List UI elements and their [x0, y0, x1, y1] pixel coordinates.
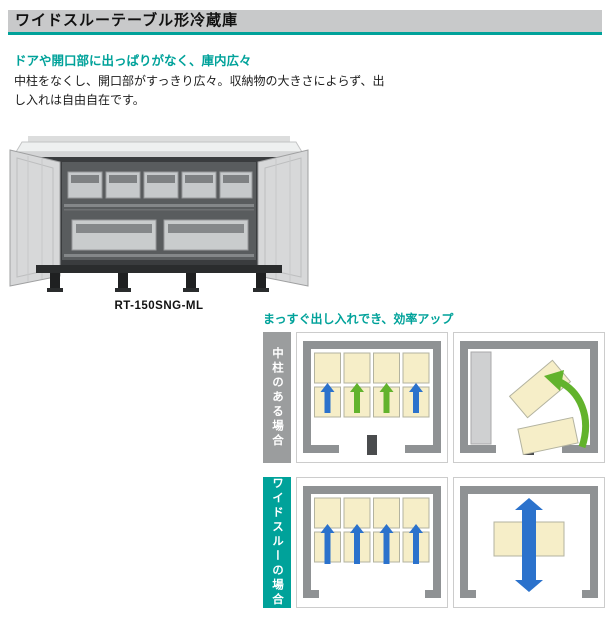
row-label-center-pillar: 中柱のある場合 — [263, 332, 291, 463]
pillar-tray-diagram — [303, 340, 441, 455]
diagram-heading: まっすぐ出し入れでき、効率アップ — [263, 312, 454, 326]
shelf-wire — [64, 209, 254, 211]
double-arrow-icon — [515, 497, 543, 592]
up-arrow-icon — [379, 523, 394, 564]
feature-subtitle: ドアや開口部に出っぱりがなく、庫内広々 — [14, 54, 252, 68]
page-header: ワイドスルーテーブル形冷蔵庫 — [8, 10, 602, 35]
tray-grid — [314, 352, 430, 417]
legs — [47, 273, 269, 292]
up-arrow-icon — [350, 382, 364, 413]
up-arrow-icon — [350, 523, 364, 564]
counter-front-edge — [16, 152, 302, 157]
cabinet-frame — [460, 485, 598, 598]
exiting-tray — [517, 416, 579, 455]
wide-straight-diagram — [460, 485, 598, 598]
up-arrow-icon — [409, 382, 423, 413]
stored-item — [470, 351, 492, 444]
diagram-panel-wide-trays — [296, 477, 448, 608]
row-label-wide-through: ワイドスルーの場合 — [263, 477, 291, 608]
diagram-panel-pillar-trays — [296, 332, 448, 463]
bottom-shelf — [64, 254, 254, 257]
refrigerator-illustration — [9, 136, 309, 292]
pillar-maneuver-diagram — [460, 340, 598, 455]
curved-arrow-head — [544, 369, 564, 391]
up-arrow-icon — [320, 523, 335, 564]
intro-body-text: 中柱をなくし、開口部がすっきり広々。収納物の大きさによらず、出し入れは自由自在で… — [14, 74, 385, 108]
counter-back-edge — [28, 136, 290, 142]
counter-top — [15, 141, 303, 153]
diagram-row-center-pillar: 中柱のある場合 — [263, 332, 608, 463]
up-arrow-icon — [379, 382, 394, 413]
middle-shelf — [64, 204, 254, 207]
diagram-panel-wide-straight — [453, 477, 605, 608]
wide-tray-diagram — [303, 485, 441, 598]
diagram-panel-pillar-maneuver — [453, 332, 605, 463]
bottom-pan-row — [71, 219, 249, 251]
right-open-door — [257, 149, 309, 287]
cabinet-frame — [303, 485, 441, 598]
cabinet-frame — [460, 340, 598, 453]
diagram-row-wide-through: ワイドスルーの場合 — [263, 477, 608, 608]
center-pillar — [367, 434, 377, 455]
product-model-caption: RT-150SNG-ML — [114, 300, 204, 312]
up-arrow-icon — [409, 523, 423, 564]
up-arrow-icon — [320, 382, 335, 413]
product-figure — [8, 126, 310, 298]
curved-arrow-icon — [556, 377, 589, 448]
page-title: ワイドスルーテーブル形冷蔵庫 — [15, 12, 239, 29]
tilted-tray — [508, 359, 572, 418]
cabinet-frame — [303, 340, 441, 453]
diagram-area: 中柱のある場合 — [263, 332, 608, 622]
base — [36, 265, 282, 273]
top-pan-row — [67, 171, 253, 199]
